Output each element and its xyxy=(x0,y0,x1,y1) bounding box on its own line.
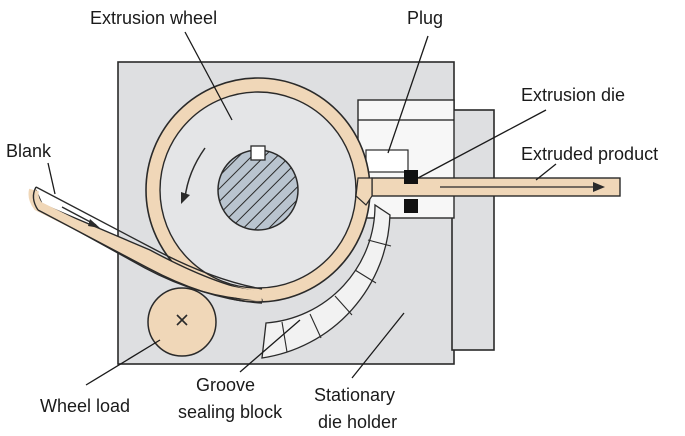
x-mark-icon xyxy=(176,314,188,326)
shaft xyxy=(217,149,299,231)
groove-sealing-block xyxy=(261,203,391,359)
label-blank: Blank xyxy=(6,141,52,161)
plug-insert xyxy=(365,149,409,173)
label-plug: Plug xyxy=(407,8,443,28)
label-extruded-product: Extruded product xyxy=(521,144,658,164)
blank-end-cap xyxy=(32,186,39,211)
blank-strip-outline-bottom xyxy=(37,209,263,304)
label-groove: Groove xyxy=(196,375,255,395)
leader-lines xyxy=(47,31,557,386)
label-extrusion-wheel: Extrusion wheel xyxy=(90,8,217,28)
sealing-block-segments xyxy=(281,239,392,353)
label-die-holder: die holder xyxy=(318,412,397,432)
keyway-icon xyxy=(250,145,266,161)
label-stationary: Stationary xyxy=(314,385,395,405)
right-arrow-icon xyxy=(61,206,100,228)
label-wheel-load: Wheel load xyxy=(40,396,130,416)
label-sealing-block: sealing block xyxy=(178,402,283,422)
label-extrusion-die: Extrusion die xyxy=(521,85,625,105)
wheel-load-roller xyxy=(147,287,217,357)
counterclockwise-arrow-icon xyxy=(181,147,206,204)
product-flow-arrow xyxy=(440,182,605,192)
die-holder-plate xyxy=(451,109,495,351)
product-exit-bend xyxy=(355,177,373,206)
extrusion-die-lower xyxy=(404,199,418,213)
blank-strip-outline-top xyxy=(35,186,263,290)
extrusion-die-upper xyxy=(404,170,418,184)
